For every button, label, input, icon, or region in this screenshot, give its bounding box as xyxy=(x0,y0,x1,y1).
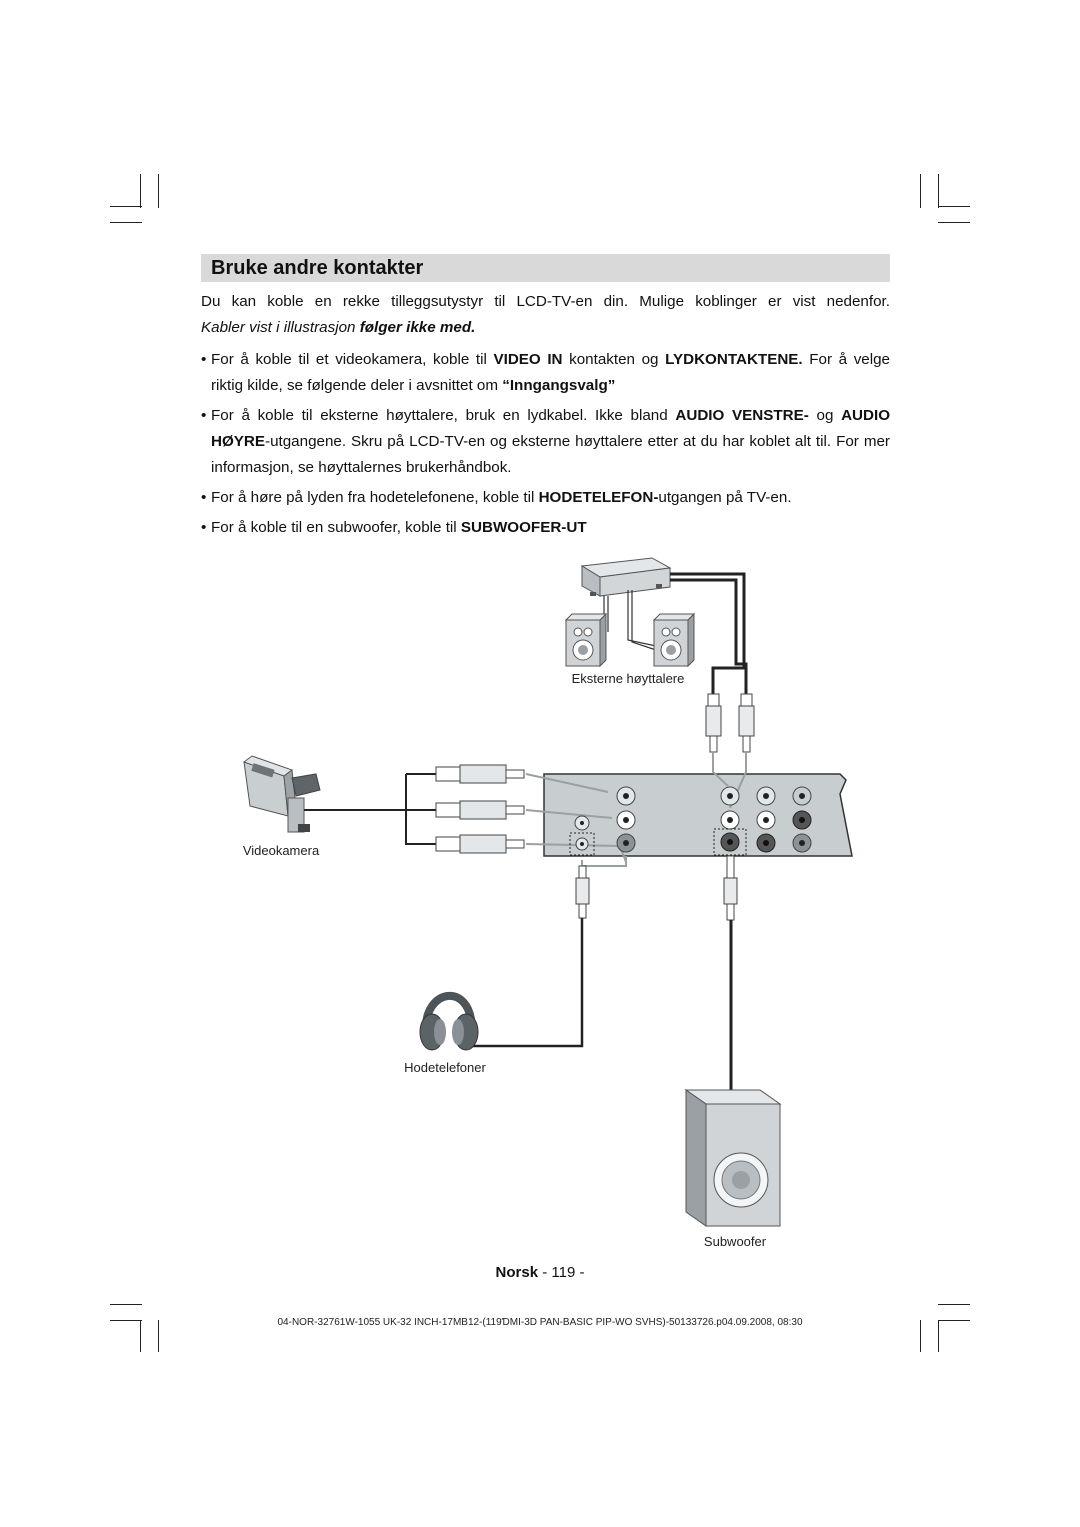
crop-mark xyxy=(920,174,921,208)
jack-subwoofer-out xyxy=(713,828,747,856)
subwoofer-plug-icon xyxy=(723,855,738,921)
headphones-icon xyxy=(419,992,479,1051)
speaker-right-icon xyxy=(652,612,696,668)
jack xyxy=(756,833,776,853)
footer-language: Norsk xyxy=(495,1264,539,1281)
camcorder-icon xyxy=(242,755,321,833)
rca-plug-icon xyxy=(435,834,525,854)
cables-note: Kabler vist i illustrasjon følger ikke m… xyxy=(201,319,476,336)
jack xyxy=(792,810,812,830)
crop-mark xyxy=(140,174,141,208)
subwoofer-icon xyxy=(684,1089,782,1227)
jack-audio-out-right xyxy=(720,810,740,830)
crop-mark xyxy=(158,1320,159,1352)
section-heading-bar: Bruke andre kontakter xyxy=(201,254,890,282)
crop-mark xyxy=(110,206,142,207)
speakers-label: Eksterne høyttalere xyxy=(572,671,685,686)
headphone-plug-icon xyxy=(575,865,590,919)
crop-mark xyxy=(938,1304,970,1305)
bullet-external-speakers: For å koble til eksterne høyttalere, bru… xyxy=(201,403,890,481)
jack-audio-right xyxy=(616,833,636,853)
jack xyxy=(756,786,776,806)
camcorder-label: Videokamera xyxy=(243,843,320,858)
crop-mark xyxy=(938,174,939,208)
bullet-camcorder: For å koble til et videokamera, koble ti… xyxy=(201,347,890,399)
jack xyxy=(792,786,812,806)
crop-mark xyxy=(140,1320,141,1352)
bullet-headphones: For å høre på lyden fra hodetelefonene, … xyxy=(201,485,890,511)
jack-video-in xyxy=(616,786,636,806)
crop-mark xyxy=(938,206,970,207)
subwoofer-label: Subwoofer xyxy=(704,1234,767,1249)
rca-plug-icon xyxy=(738,693,755,753)
headphones-label: Hodetelefoner xyxy=(404,1060,486,1075)
crop-mark xyxy=(938,1320,939,1352)
rca-plug-icon xyxy=(435,800,525,820)
body-text: Du kan koble en rekke tilleggsutystyr ti… xyxy=(201,289,890,545)
crop-mark xyxy=(938,1320,970,1321)
amplifier-icon xyxy=(580,557,672,597)
jack xyxy=(756,810,776,830)
speaker-left-icon xyxy=(564,612,608,668)
crop-mark xyxy=(110,222,142,223)
crop-mark xyxy=(938,222,970,223)
rca-plug-icon xyxy=(705,693,722,753)
crop-mark xyxy=(110,1304,142,1305)
jack-headphone xyxy=(569,815,595,856)
footer-page-number: - 119 - xyxy=(542,1264,585,1281)
bullet-subwoofer: For å koble til en subwoofer, koble til … xyxy=(201,515,890,541)
crop-mark xyxy=(110,1320,142,1321)
jack xyxy=(792,833,812,853)
intro-paragraph: Du kan koble en rekke tilleggsutystyr ti… xyxy=(201,293,890,310)
rca-plug-icon xyxy=(435,764,525,784)
tv-connector-panel xyxy=(543,773,853,857)
jack-audio-out-left xyxy=(720,786,740,806)
print-metadata: 04-NOR-32761W-1055 UK-32 INCH-17MB12-(11… xyxy=(277,1317,803,1328)
crop-mark xyxy=(158,174,159,208)
jack-audio-left xyxy=(616,810,636,830)
page-number-line: Norsk - 119 - xyxy=(0,1264,1080,1281)
crop-mark xyxy=(920,1320,921,1352)
section-title: Bruke andre kontakter xyxy=(211,257,424,279)
